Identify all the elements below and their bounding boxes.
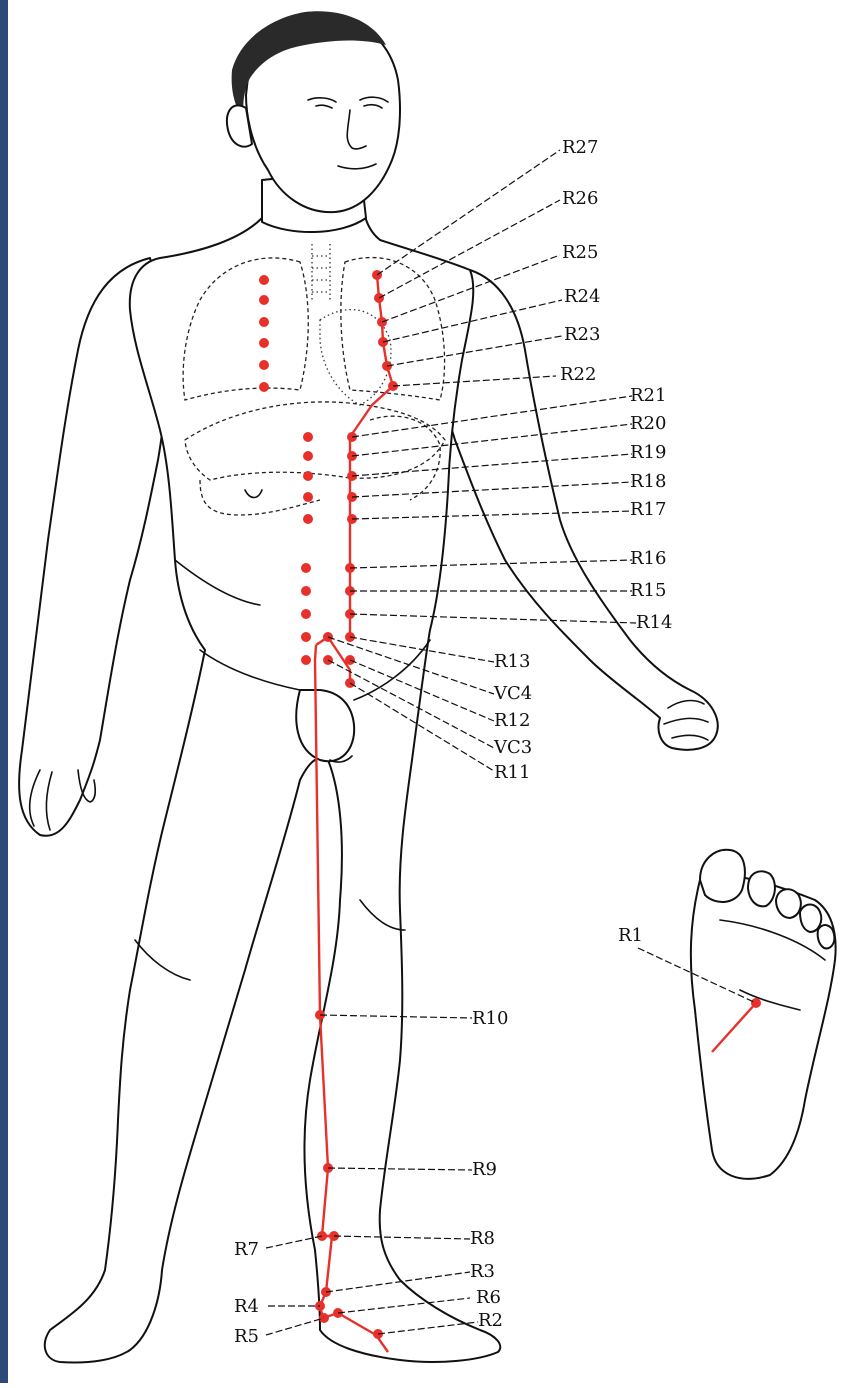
label-r3: R3 — [470, 1261, 495, 1282]
point — [303, 471, 313, 481]
point — [259, 360, 269, 370]
label-r12: R12 — [494, 710, 530, 731]
label-r16: R16 — [630, 548, 666, 569]
label-r4: R4 — [234, 1296, 259, 1317]
label-vc3: VC3 — [493, 737, 532, 758]
label-r21: R21 — [630, 385, 666, 406]
toe-5 — [818, 925, 835, 948]
label-r5: R5 — [234, 1326, 259, 1347]
left-edge-bar — [0, 0, 8, 1383]
label-r23: R23 — [564, 324, 600, 345]
label-r22: R22 — [560, 364, 596, 385]
label-r2: R2 — [478, 1310, 503, 1331]
point — [259, 295, 269, 305]
label-r1: R1 — [618, 925, 643, 946]
foot-sole-inset — [691, 850, 836, 1179]
label-r27: R27 — [562, 137, 598, 158]
label-r24: R24 — [564, 286, 600, 307]
point — [303, 451, 313, 461]
big-toe — [700, 850, 745, 902]
point — [259, 382, 269, 392]
toe-2 — [748, 871, 775, 906]
label-r25: R25 — [562, 242, 598, 263]
point-r7 — [317, 1231, 327, 1241]
label-r13: R13 — [494, 651, 530, 672]
label-r26: R26 — [562, 188, 598, 209]
label-r8: R8 — [470, 1228, 495, 1249]
label-r9: R9 — [472, 1159, 497, 1180]
label-r19: R19 — [630, 442, 666, 463]
label-r14: R14 — [636, 612, 672, 633]
point — [259, 275, 269, 285]
body-figure — [19, 11, 718, 1362]
label-r20: R20 — [630, 413, 666, 434]
label-r18: R18 — [630, 471, 666, 492]
label-r6: R6 — [476, 1287, 501, 1308]
point — [301, 632, 311, 642]
point — [259, 317, 269, 327]
label-r17: R17 — [630, 499, 666, 520]
label-r7: R7 — [234, 1239, 259, 1260]
point — [303, 432, 313, 442]
label-r15: R15 — [630, 580, 666, 601]
label-r11: R11 — [494, 762, 530, 783]
point — [303, 492, 313, 502]
toe-3 — [776, 889, 801, 918]
point — [301, 586, 311, 596]
point — [259, 338, 269, 348]
label-vc4: VC4 — [493, 683, 532, 704]
point — [301, 563, 311, 573]
point — [301, 655, 311, 665]
point — [301, 609, 311, 619]
label-r10: R10 — [472, 1008, 508, 1029]
point — [303, 514, 313, 524]
